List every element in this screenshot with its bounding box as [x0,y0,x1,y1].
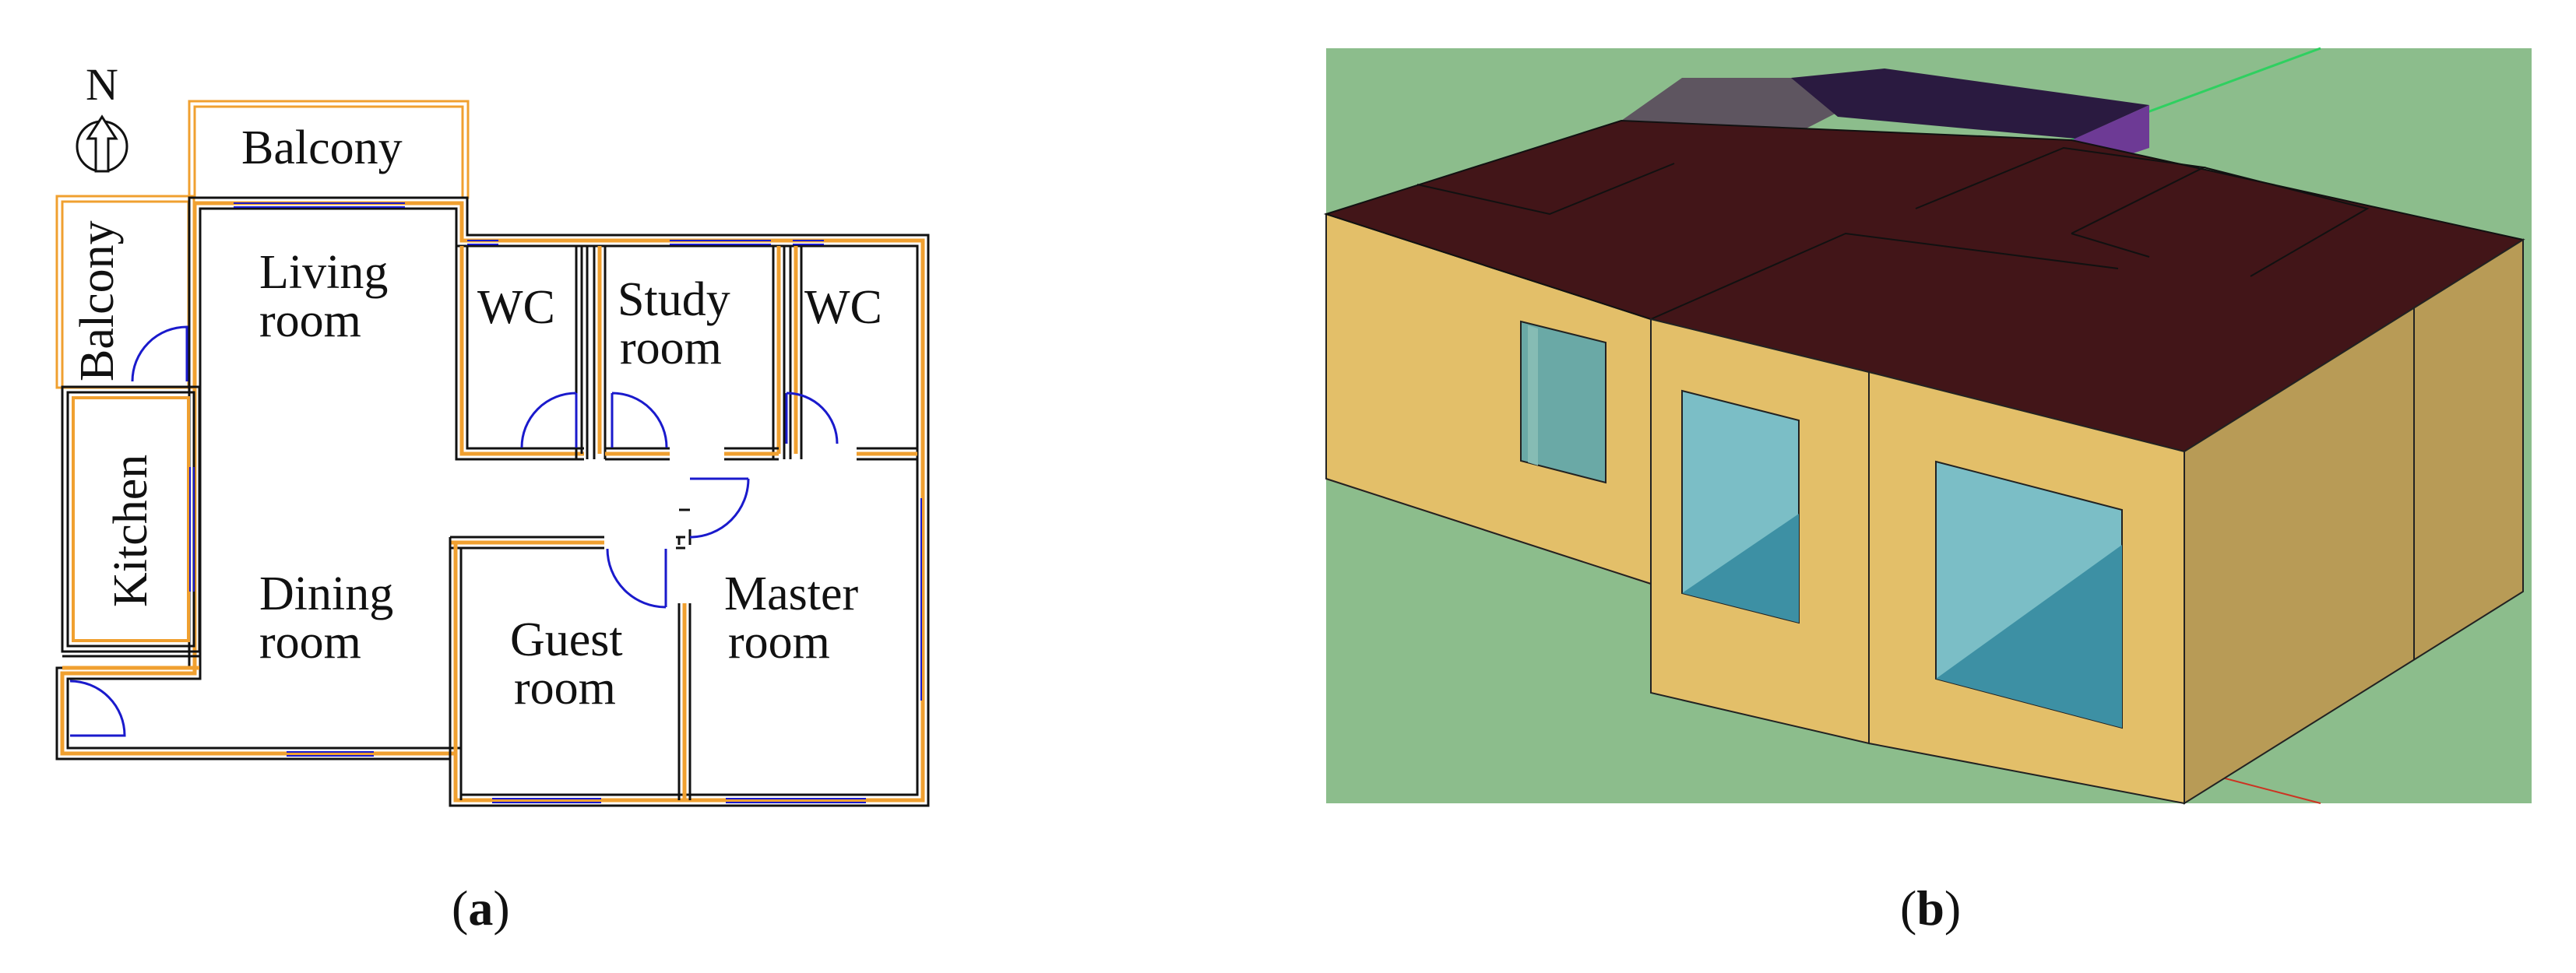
right-window-shade [1936,545,2122,728]
study-room-label-2: room [620,321,722,374]
balcony-left-label: Balcony [71,220,124,381]
right-side-wall [2184,238,2524,805]
living-room-label-1: Living [259,246,388,299]
caption-b: (b) [1900,880,1962,936]
caption-a: (a) [452,880,510,936]
compass-label: N [86,59,118,110]
wc-right-label: WC [804,281,882,334]
kitchen-label: Kitchen [104,455,157,607]
study-room-label-1: Study [618,273,730,326]
building-model-3d [1323,47,2532,805]
roof-block-grey [1621,78,1852,136]
windows [189,202,922,803]
left-window [1520,320,1606,484]
roof-block-dark [1791,68,2149,139]
guest-room-label-2: room [514,662,616,715]
balcony-top-label: Balcony [241,121,403,174]
wc-left-label: WC [477,281,555,334]
living-room-label-2: room [259,294,361,347]
middle-window-shade [1682,514,1799,623]
floor-plan: N [55,59,930,807]
roof-seams [1416,146,2370,320]
north-compass-icon [76,114,128,173]
master-room-label-2: room [728,616,830,669]
left-window-frame [1528,325,1538,465]
master-room-label-1: Master [724,567,859,620]
doors [69,325,839,737]
dining-room-label-1: Dining [259,567,393,620]
guest-room-label-1: Guest [510,613,623,666]
dining-room-label-2: room [259,616,361,669]
interior-walls [449,246,917,800]
